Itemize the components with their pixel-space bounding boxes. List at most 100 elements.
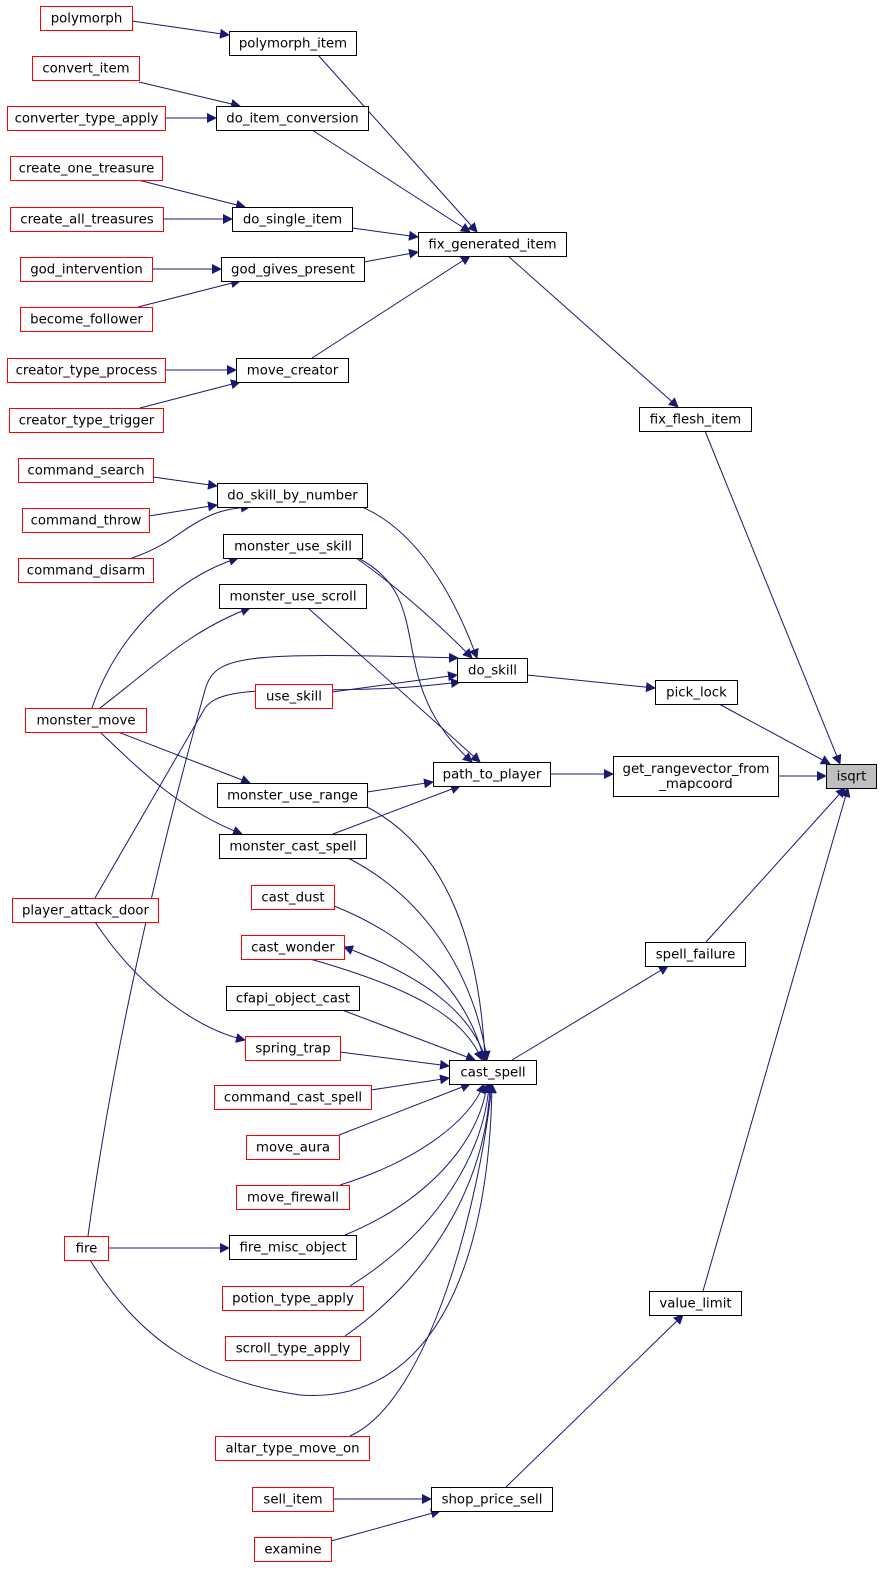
node-value_limit[interactable]: value_limit [649, 1291, 742, 1316]
node-label: do_single_item [243, 213, 342, 228]
node-do_skill_by_number[interactable]: do_skill_by_number [217, 483, 368, 508]
edge-monster_use_skill-to-do_skill [355, 557, 473, 659]
node-box [457, 658, 528, 683]
node-command_cast_spell[interactable]: command_cast_spell [214, 1085, 372, 1110]
edge-cfapi_object_cast-to-cast_spell [341, 1009, 476, 1062]
node-label: god_gives_present [231, 263, 355, 278]
node-altar_type_move_on[interactable]: altar_type_move_on [215, 1436, 370, 1461]
node-monster_cast_spell[interactable]: monster_cast_spell [219, 834, 367, 859]
node-box [433, 762, 551, 787]
node-fire[interactable]: fire [64, 1236, 109, 1261]
node-label: polymorph_item [239, 37, 347, 52]
node-isqrt[interactable]: isqrt [826, 764, 877, 789]
node-label: fire_misc_object [240, 1241, 347, 1256]
node-move_firewall[interactable]: move_firewall [236, 1185, 350, 1210]
node-label: monster_use_scroll [229, 590, 356, 605]
edge-fire-to-do_skill [87, 652, 459, 1237]
node-box [431, 1487, 553, 1512]
node-cast_spell[interactable]: cast_spell [449, 1060, 537, 1085]
node-god_intervention[interactable]: god_intervention [20, 257, 153, 282]
edge-create_one_treasure-to-do_single_item [137, 179, 246, 210]
node-box [639, 407, 752, 432]
node-monster_move[interactable]: monster_move [25, 708, 147, 733]
edges-layer [87, 20, 851, 1542]
node-polymorph_item[interactable]: polymorph_item [229, 31, 357, 56]
node-convert_item[interactable]: convert_item [32, 56, 140, 81]
node-box [18, 458, 154, 483]
edge-cast_spell-to-spell_failure [511, 965, 669, 1061]
node-pick_lock[interactable]: pick_lock [655, 680, 738, 705]
node-fix_flesh_item[interactable]: fix_flesh_item [639, 407, 752, 432]
node-fire_misc_object[interactable]: fire_misc_object [229, 1235, 357, 1260]
node-label: fix_generated_item [428, 238, 556, 253]
node-creator_type_process[interactable]: creator_type_process [7, 358, 166, 383]
node-box [251, 885, 335, 910]
edge-creator_type_trigger-to-move_creator [139, 379, 241, 409]
node-box [221, 257, 365, 282]
node-spell_failure[interactable]: spell_failure [645, 942, 746, 967]
node-box [222, 1286, 364, 1311]
node-cast_wonder[interactable]: cast_wonder [241, 935, 345, 960]
node-become_follower[interactable]: become_follower [20, 307, 153, 332]
node-label: move_aura [256, 1141, 330, 1156]
node-label: _mapcoord [658, 777, 732, 792]
node-monster_use_skill[interactable]: monster_use_skill [223, 534, 363, 559]
node-label: fire [76, 1242, 98, 1257]
node-label: scroll_type_apply [236, 1342, 351, 1357]
node-box [236, 1185, 350, 1210]
node-box [655, 680, 738, 705]
node-label: value_limit [659, 1297, 731, 1312]
node-label: get_rangevector_from [623, 762, 770, 777]
node-god_gives_present[interactable]: god_gives_present [221, 257, 365, 282]
node-create_all_treasures[interactable]: create_all_treasures [10, 207, 164, 232]
node-label: monster_use_range [227, 789, 358, 804]
node-label: altar_type_move_on [225, 1442, 359, 1457]
node-player_attack_door[interactable]: player_attack_door [12, 898, 159, 923]
node-label: create_one_treasure [19, 162, 155, 177]
node-label: command_throw [31, 514, 142, 529]
node-polymorph[interactable]: polymorph [40, 6, 133, 31]
node-do_single_item[interactable]: do_single_item [232, 207, 353, 232]
node-box [10, 156, 163, 181]
node-potion_type_apply[interactable]: potion_type_apply [222, 1286, 364, 1311]
node-move_creator[interactable]: move_creator [236, 358, 349, 383]
node-move_aura[interactable]: move_aura [246, 1135, 340, 1160]
edge-shop_price_sell-to-value_limit [505, 1314, 684, 1488]
node-box [255, 684, 333, 709]
node-spring_trap[interactable]: spring_trap [245, 1036, 341, 1061]
node-path_to_player[interactable]: path_to_player [433, 762, 551, 787]
node-converter_type_apply[interactable]: converter_type_apply [7, 106, 166, 131]
node-scroll_type_apply[interactable]: scroll_type_apply [225, 1336, 361, 1361]
node-label: use_skill [266, 690, 322, 705]
node-fix_generated_item[interactable]: fix_generated_item [418, 232, 567, 257]
node-sell_item[interactable]: sell_item [252, 1487, 334, 1512]
node-use_skill[interactable]: use_skill [255, 684, 333, 709]
edge-fix_generated_item-to-fix_flesh_item [507, 255, 679, 408]
node-create_one_treasure[interactable]: create_one_treasure [10, 156, 163, 181]
node-creator_type_trigger[interactable]: creator_type_trigger [9, 408, 164, 433]
node-box [418, 232, 567, 257]
node-box [64, 1236, 109, 1261]
node-command_throw[interactable]: command_throw [22, 508, 150, 533]
node-command_search[interactable]: command_search [18, 458, 154, 483]
edge-do_skill_by_number-to-do_skill [361, 506, 479, 659]
node-label: cast_wonder [251, 941, 335, 956]
node-command_disarm[interactable]: command_disarm [18, 558, 154, 583]
node-get_rangevector_from_mapcoord[interactable]: get_rangevector_from_mapcoord [613, 756, 779, 797]
node-cfapi_object_cast[interactable]: cfapi_object_cast [226, 986, 360, 1011]
node-examine[interactable]: examine [254, 1537, 332, 1562]
node-do_skill[interactable]: do_skill [457, 658, 528, 683]
node-shop_price_sell[interactable]: shop_price_sell [431, 1487, 553, 1512]
node-cast_dust[interactable]: cast_dust [251, 885, 335, 910]
node-label: monster_use_skill [234, 540, 352, 555]
node-label: examine [264, 1543, 321, 1558]
edge-monster_move-to-monster_use_skill [91, 556, 239, 709]
node-monster_use_range[interactable]: monster_use_range [217, 783, 368, 808]
node-label: sell_item [263, 1493, 322, 1508]
edge-fire-to-cast_spell [89, 1083, 497, 1396]
node-label: move_firewall [247, 1191, 339, 1206]
edge-monster_cast_spell-to-path_to_player [332, 784, 461, 835]
node-do_item_conversion[interactable]: do_item_conversion [216, 106, 369, 131]
node-monster_use_scroll[interactable]: monster_use_scroll [219, 584, 367, 609]
